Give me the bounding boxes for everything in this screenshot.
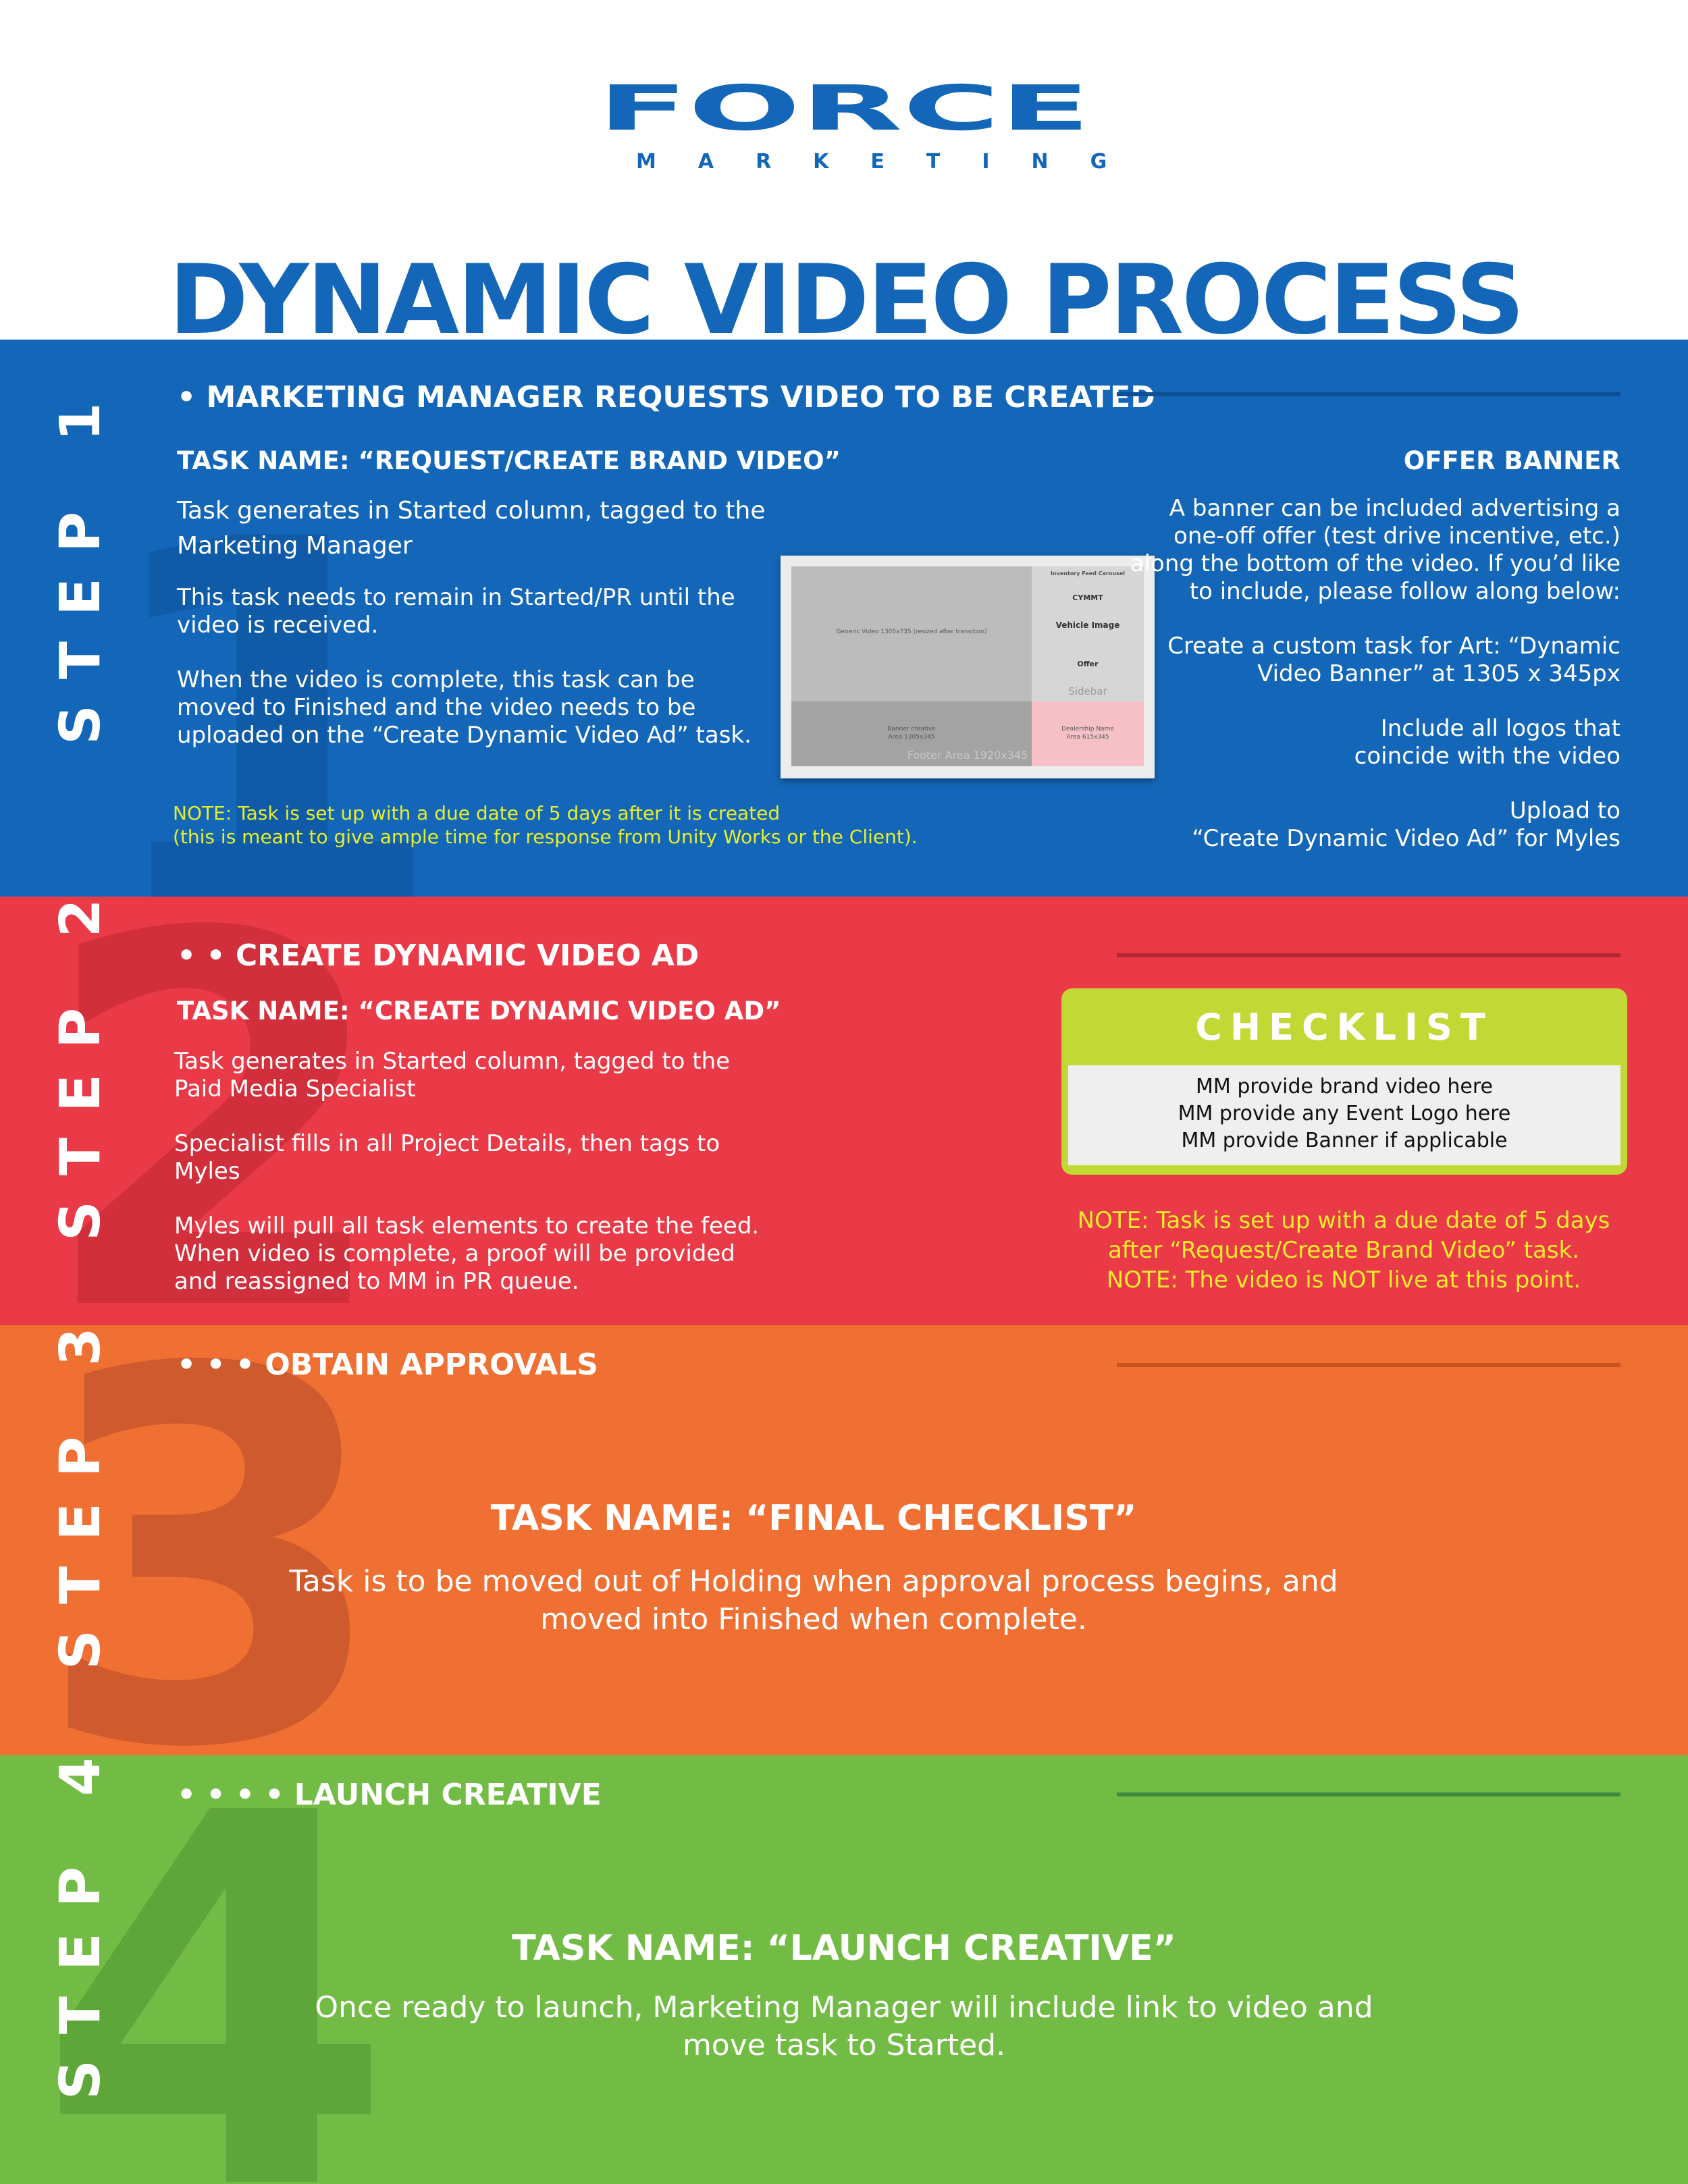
step-3-task-name: TASK NAME: “FINAL CHECKLIST” bbox=[490, 1498, 1137, 1539]
banner-area: Banner creative Area 1305x345 bbox=[791, 701, 1032, 766]
step-2-divider bbox=[1117, 953, 1620, 957]
step-2-label: STEP 2 bbox=[49, 897, 113, 1241]
step-1-heading: • MARKETING MANAGER REQUESTS VIDEO TO BE… bbox=[177, 380, 1155, 415]
step-1-task-name: TASK NAME: “REQUEST/CREATE BRAND VIDEO” bbox=[177, 446, 841, 475]
step-1-label: STEP 1 bbox=[49, 377, 113, 745]
step-3-heading: • • • OBTAIN APPROVALS bbox=[177, 1348, 598, 1382]
logo-tagline: MARKETING bbox=[636, 150, 1149, 174]
step-2-heading: • • CREATE DYNAMIC VIDEO AD bbox=[177, 938, 700, 973]
offer-banner-paragraph-3: Include all logos that coincide with the… bbox=[1354, 715, 1620, 770]
checklist-item: MM provide brand video here bbox=[1196, 1075, 1493, 1098]
step-1-divider bbox=[1117, 392, 1620, 396]
step-2-paragraph-2: Specialist fills in all Project Details,… bbox=[174, 1130, 720, 1185]
checklist-items: MM provide brand video here MM provide a… bbox=[1068, 1065, 1620, 1165]
step-1-paragraph-2: This task needs to remain in Started/PR … bbox=[177, 584, 735, 639]
generic-video-area: Generic Video 1305x735 (resized after tr… bbox=[791, 566, 1032, 701]
step-1-section: 1 STEP 1 • MARKETING MANAGER REQUESTS VI… bbox=[0, 340, 1688, 897]
force-logo: FORCE bbox=[598, 80, 1090, 134]
step-3-divider bbox=[1117, 1363, 1620, 1367]
step-1-note-line-2: (this is meant to give ample time for re… bbox=[173, 826, 918, 848]
step-2-task-name: TASK NAME: “CREATE DYNAMIC VIDEO AD” bbox=[177, 996, 781, 1026]
logo-wordmark: FORCE bbox=[598, 80, 1090, 134]
step-4-body: Once ready to launch, Marketing Manager … bbox=[315, 1990, 1373, 2062]
step-4-section: 4 STEP 4 • • • • LAUNCH CREATIVE TASK NA… bbox=[0, 1755, 1688, 2184]
step-1-paragraph-3: When the video is complete, this task ca… bbox=[177, 666, 751, 749]
offer-banner-paragraph-1: A banner can be included advertising a o… bbox=[1130, 495, 1620, 605]
step-2-note: NOTE: Task is set up with a due date of … bbox=[1077, 1207, 1610, 1294]
step-3-body: Task is to be moved out of Holding when … bbox=[289, 1564, 1338, 1636]
step-2-section: 2 STEP 2 • • CREATE DYNAMIC VIDEO AD TAS… bbox=[0, 897, 1688, 1325]
step-3-section: 3 STEP 3 • • • OBTAIN APPROVALS TASK NAM… bbox=[0, 1325, 1688, 1755]
sidebar-area: Inventory Feed Carousel CYMMT Vehicle Im… bbox=[1032, 566, 1144, 701]
offer-banner-paragraph-2: Create a custom task for Art: “Dynamic V… bbox=[1167, 633, 1620, 687]
step-1-big-number: 1 bbox=[91, 433, 448, 897]
offer-banner-paragraph-4: Upload to “Create Dynamic Video Ad” for … bbox=[1192, 797, 1620, 852]
step-4-task-name: TASK NAME: “LAUNCH CREATIVE” bbox=[512, 1928, 1176, 1969]
step-3-big-number: 3 bbox=[34, 1325, 391, 1755]
checklist-card: CHECKLIST MM provide brand video here MM… bbox=[1061, 988, 1627, 1175]
step-1-paragraph-1: Task generates in Started column, tagged… bbox=[177, 497, 766, 560]
video-layout-thumbnail: Generic Video 1305x735 (resized after tr… bbox=[781, 556, 1155, 778]
step-4-big-number: 4 bbox=[37, 1755, 394, 2184]
step-2-paragraph-3: Myles will pull all task elements to cre… bbox=[174, 1213, 760, 1295]
dealership-area: Dealership Name Area 615x345 bbox=[1032, 701, 1144, 766]
offer-banner-title: OFFER BANNER bbox=[1403, 446, 1620, 475]
checklist-item: MM provide Banner if applicable bbox=[1181, 1129, 1508, 1152]
step-2-paragraph-1: Task generates in Started column, tagged… bbox=[174, 1048, 731, 1102]
checklist-title: CHECKLIST bbox=[1195, 1006, 1494, 1048]
footer-area-label: Footer Area 1920x345 bbox=[907, 749, 1028, 762]
step-4-divider bbox=[1117, 1792, 1620, 1796]
step-4-heading: • • • • LAUNCH CREATIVE bbox=[177, 1778, 602, 1812]
step-1-note-line-1: NOTE: Task is set up with a due date of … bbox=[173, 802, 781, 824]
checklist-item: MM provide any Event Logo here bbox=[1178, 1102, 1511, 1125]
page-title: DYNAMIC VIDEO PROCESS bbox=[169, 244, 1525, 356]
step-2-big-number: 2 bbox=[37, 897, 394, 1325]
